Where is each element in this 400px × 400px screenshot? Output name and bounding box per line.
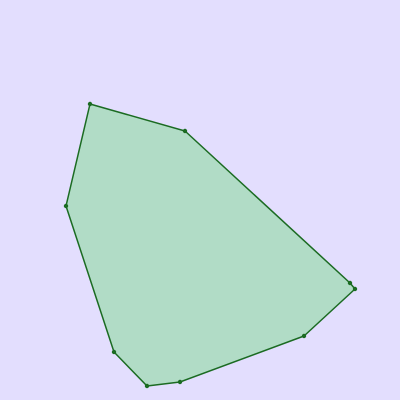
vertex-point-2 [182,128,188,134]
vertex-point-7 [144,383,150,389]
vertex-point-9 [63,203,69,209]
vertex-point-1 [87,101,93,107]
polygon-vertices [63,101,358,389]
convex-polygon [65,103,356,387]
vertex-point-3 [347,280,353,286]
vertex-point-5 [301,333,307,339]
vertex-point-6 [177,379,183,385]
vertex-point-8 [111,349,117,355]
vertex-point-4 [352,286,358,292]
